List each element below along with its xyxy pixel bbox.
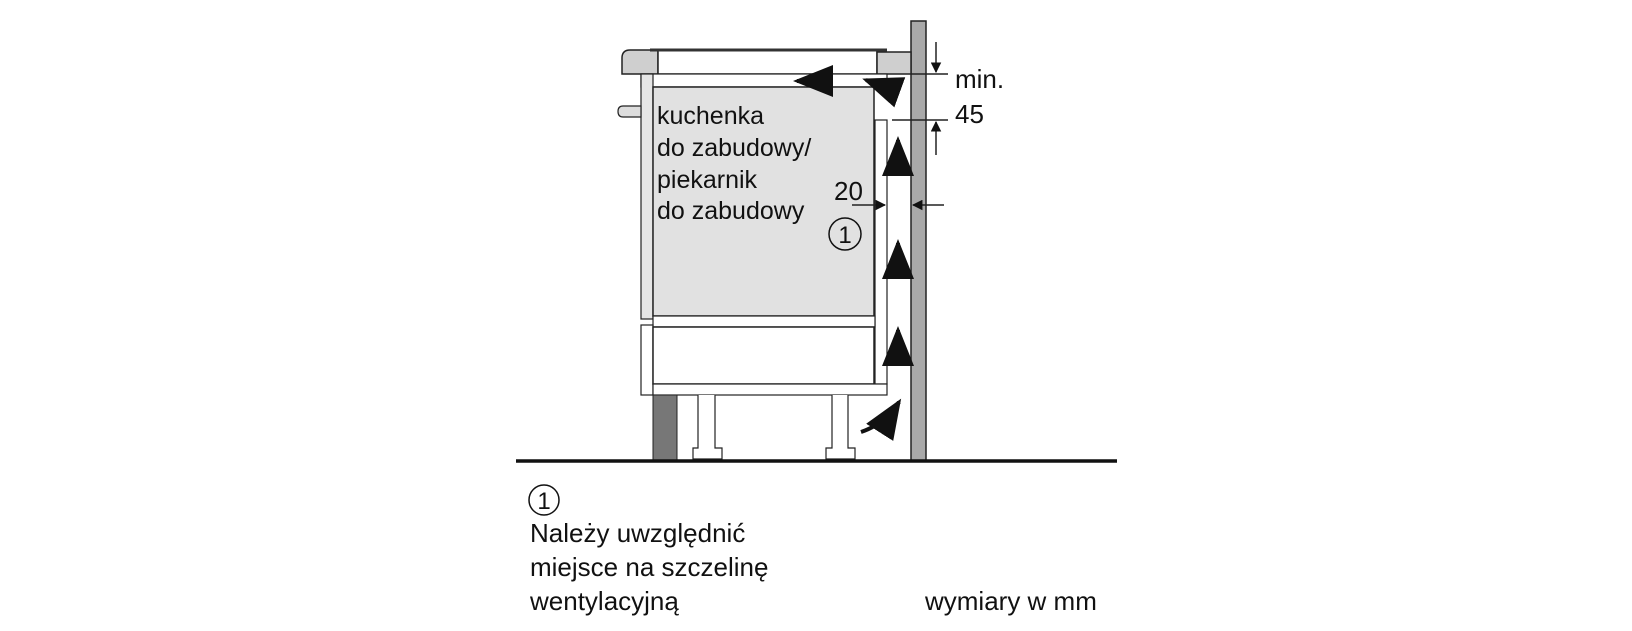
airflow-arrow-icon — [862, 77, 906, 108]
oven-knob — [617, 105, 642, 118]
oven-bottom-strip — [652, 315, 876, 328]
plinth — [652, 394, 678, 462]
top-gap-value: 45 — [955, 99, 984, 129]
footnote-line: Należy uwzględnić — [530, 518, 745, 548]
cabinet-foot — [692, 395, 723, 460]
appliance-label-line: do zabudowy/ — [657, 134, 811, 162]
rear-gap-value: 20 — [834, 176, 863, 206]
drawer-box — [652, 326, 875, 385]
appliance-label-line: do zabudowy — [657, 197, 805, 225]
appliance-label-line: piekarnik — [657, 166, 758, 194]
front-panel — [640, 73, 654, 320]
top-gap-prefix: min. — [955, 64, 1004, 94]
appliance-label: kuchenka do zabudowy/ piekarnik do zabud… — [657, 102, 811, 225]
base-rail — [652, 383, 888, 396]
hob — [657, 49, 878, 75]
countertop-right — [876, 51, 912, 75]
wall — [910, 20, 927, 462]
footnote-line: miejsce na szczelinę — [530, 552, 768, 582]
countertop-left — [621, 49, 659, 75]
rear-panel — [874, 119, 888, 385]
top-rail — [640, 73, 888, 88]
callout-marker-number: 1 — [838, 222, 851, 249]
footnote-marker: 1 — [537, 488, 550, 515]
footnote: 1 Należy uwzględnić miejsce na szczelinę… — [528, 484, 768, 616]
airflow-arrow-icon — [860, 398, 902, 441]
footnote-line: wentylacyjną — [529, 586, 679, 616]
units-note: wymiary w mm — [924, 586, 1097, 616]
appliance-label-line: kuchenka — [657, 102, 764, 130]
drawer-front — [640, 324, 654, 396]
callout-marker: 1 — [828, 217, 862, 251]
cabinet-foot — [825, 395, 856, 460]
